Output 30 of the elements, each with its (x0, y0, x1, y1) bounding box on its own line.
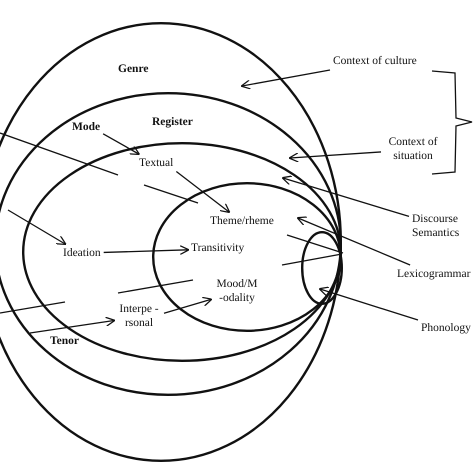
text-label: Context of culture (333, 55, 417, 69)
text-label: Textual (139, 157, 174, 171)
text-label: Mood/M -odality (214, 278, 260, 306)
region-label: Genre (118, 63, 148, 77)
arrow (176, 170, 230, 214)
text-label: Lexicogrammar (397, 268, 470, 282)
arrow (282, 175, 410, 218)
ellipse-region (152, 182, 342, 332)
arrow (30, 316, 116, 334)
text-label: Discourse Semantics (412, 213, 474, 241)
text-label: Tenor (50, 335, 79, 349)
ellipse-region (301, 231, 343, 305)
text-label: Context of situation (384, 136, 442, 164)
arrow (318, 286, 418, 321)
text-label: Mode (72, 121, 100, 135)
arrow (240, 69, 330, 90)
text-label: Phonology (421, 322, 471, 336)
ellipse-region (22, 142, 342, 362)
arrow (8, 209, 67, 246)
arrow (102, 133, 140, 156)
arrow (104, 244, 190, 256)
text-label: Ideation (63, 247, 101, 261)
text-label: Theme/rheme (210, 215, 274, 229)
region-label: Register (152, 116, 193, 130)
arrow (296, 216, 410, 266)
ellipse-region (0, 92, 342, 396)
arrow (164, 296, 212, 314)
text-label: Interpe -rsonal (117, 303, 161, 331)
text-label: Transitivity (191, 242, 244, 256)
arrow (288, 151, 382, 163)
